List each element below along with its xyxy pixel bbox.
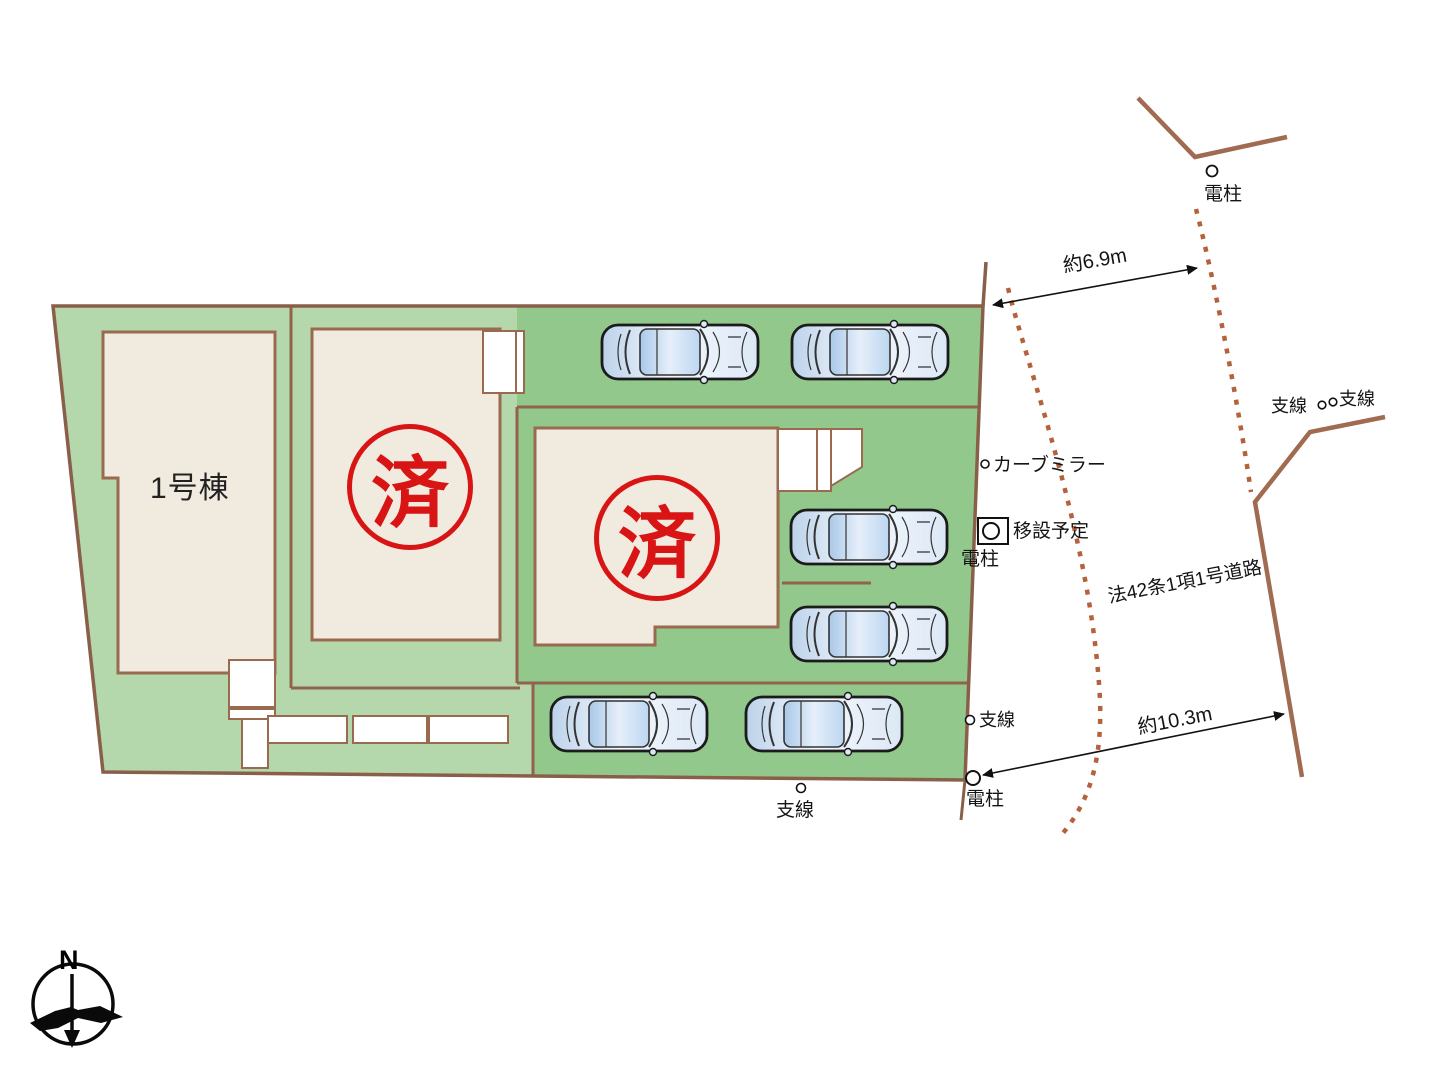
car-topview (789, 504, 949, 570)
wire-right-icon (1328, 397, 1338, 407)
wire-right-b-label: 支線 (1339, 389, 1375, 409)
dim-arrow-top (992, 264, 1198, 309)
relocation-label-line1: 移設予定 (1013, 521, 1090, 542)
wire-bottom-label: 支線 (776, 800, 815, 821)
wire-right-icon (1317, 400, 1327, 410)
car-topview (600, 319, 760, 385)
building-1 (101, 330, 277, 675)
road-lines (1005, 96, 1386, 835)
lot-divider-lines (289, 306, 979, 777)
car-topview (744, 691, 904, 757)
car-topview (789, 601, 949, 667)
dim-arrow-bottom (982, 711, 1285, 778)
building-1-label: 1号棟 (150, 472, 230, 505)
north-parcel-line (1136, 96, 1288, 160)
relocation-pole-icon (982, 522, 1000, 540)
road-west-dotted (1005, 287, 1103, 835)
sold-stamp-2: 済 (594, 475, 720, 601)
car-topview (549, 691, 709, 757)
pole-bottom-icon (965, 770, 981, 786)
relocation-label-line2: 電柱 (961, 549, 1000, 570)
dimension-arrows (982, 264, 1285, 778)
curve-mirror-icon (980, 459, 990, 469)
plot-boundary (51, 261, 988, 821)
wire-mid-label: 支線 (979, 710, 1015, 730)
pole-symbols (795, 164, 1338, 794)
road-east-edge (1252, 414, 1386, 778)
parking-markings (228, 330, 863, 769)
pole-bottom-label: 電柱 (966, 789, 1005, 810)
pole-top-icon (1205, 164, 1219, 178)
car-topview (790, 319, 950, 385)
pole-top-label: 電柱 (1204, 184, 1243, 205)
wire-bottom-icon (795, 782, 807, 794)
wire-right-a-label: 支線 (1271, 396, 1307, 416)
sold-stamp-1: 済 (347, 424, 473, 550)
road-east-dotted (1193, 208, 1254, 493)
curve-mirror-label: カーブミラー (993, 455, 1106, 476)
compass-north-label: N (59, 945, 79, 975)
wire-mid-icon (964, 714, 976, 726)
compass (30, 962, 123, 1048)
compass-bird-icon (30, 1006, 123, 1031)
